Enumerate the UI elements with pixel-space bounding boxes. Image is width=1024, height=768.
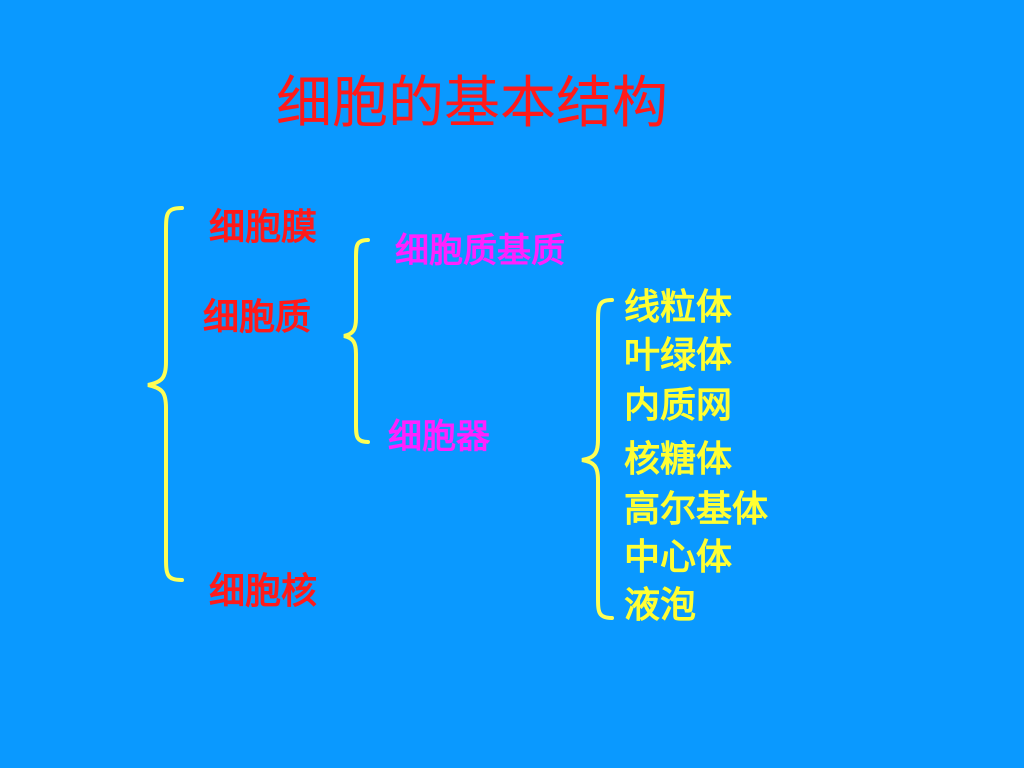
label-nucleus: 细胞核 bbox=[209, 571, 318, 612]
label-cell-membrane: 细胞膜 bbox=[209, 207, 318, 248]
organelle-mitochondria: 线粒体 bbox=[624, 287, 733, 328]
brace-organelles bbox=[581, 298, 614, 620]
label-cytosol: 细胞质基质 bbox=[395, 231, 565, 271]
label-cytoplasm: 细胞质 bbox=[203, 297, 312, 338]
organelle-endoplasmic-reticulum: 内质网 bbox=[624, 385, 733, 426]
page-title: 细胞的基本结构 bbox=[276, 71, 668, 136]
organelle-vacuole: 液泡 bbox=[624, 585, 697, 626]
brace-cytoplasm bbox=[343, 238, 370, 444]
organelle-golgi: 高尔基体 bbox=[624, 489, 769, 530]
organelle-centrosome: 中心体 bbox=[624, 537, 733, 578]
organelle-chloroplast: 叶绿体 bbox=[624, 335, 733, 376]
label-organelles: 细胞器 bbox=[388, 417, 490, 457]
organelle-ribosome: 核糖体 bbox=[624, 439, 733, 480]
brace-cell-structure bbox=[147, 206, 184, 582]
